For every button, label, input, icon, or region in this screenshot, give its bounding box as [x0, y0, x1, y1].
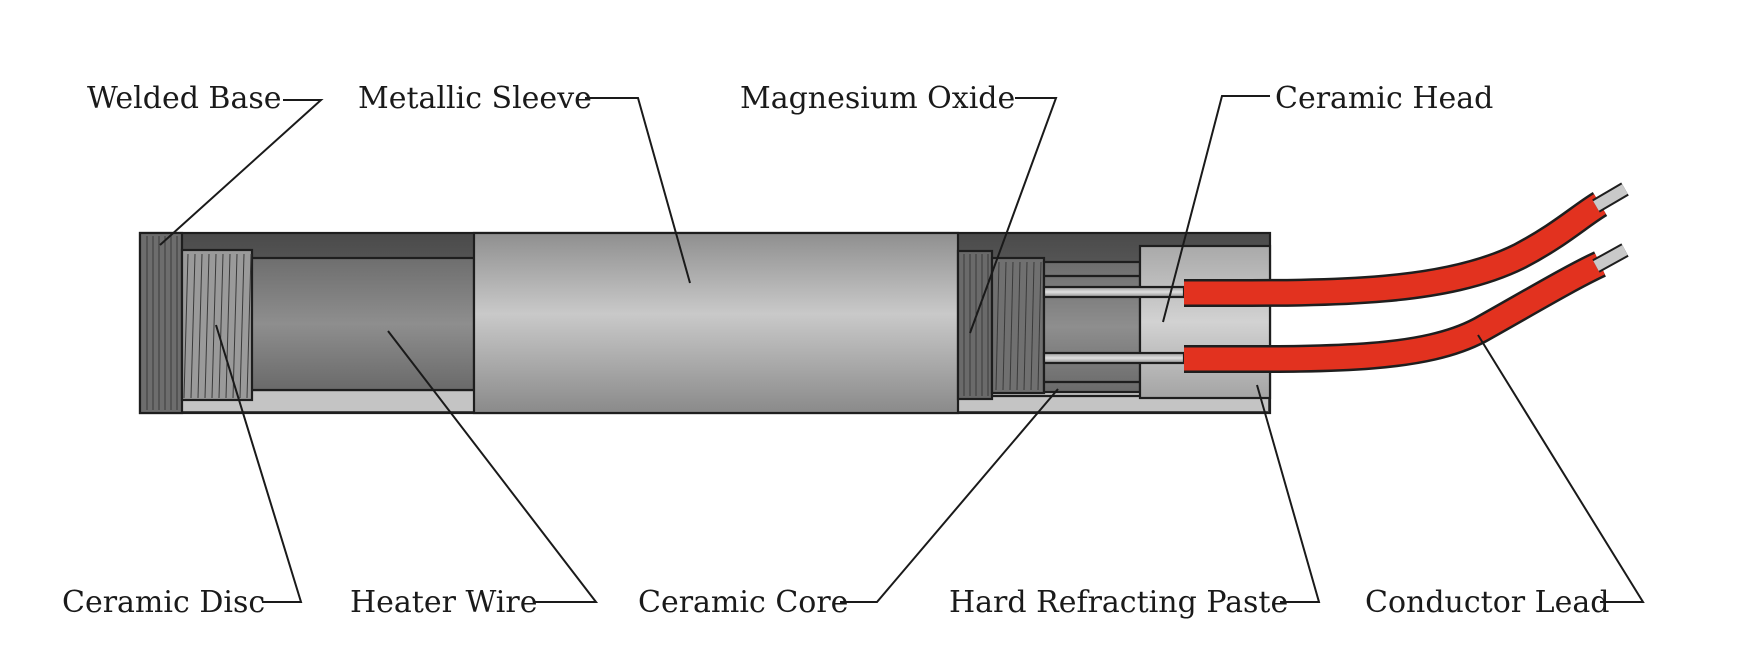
ceramic-core — [1042, 260, 1142, 394]
label-ceramic-head: Ceramic Head — [1275, 81, 1493, 116]
leader-hard-refracting-paste — [1256, 384, 1321, 603]
welded-base — [138, 231, 184, 415]
label-heater-wire: Heater Wire — [350, 585, 538, 620]
labels: Welded Base Metallic Sleeve Magnesium Ox… — [62, 81, 1609, 620]
ceramic-disc — [180, 248, 254, 402]
leader-ceramic-head — [1162, 95, 1270, 323]
leader-conductor-lead — [1477, 334, 1645, 603]
label-magnesium-oxide: Magnesium Oxide — [740, 81, 1015, 116]
label-conductor-lead: Conductor Lead — [1365, 585, 1609, 620]
label-hard-refracting-paste: Hard Refracting Paste — [949, 585, 1288, 620]
label-ceramic-core: Ceramic Core — [638, 585, 848, 620]
leader-magnesium-oxide — [969, 97, 1058, 334]
leader-ceramic-disc — [215, 324, 303, 603]
leader-lines — [159, 95, 1645, 603]
sheath-inner-strip-left — [182, 390, 474, 411]
heater-body — [138, 231, 1272, 415]
label-ceramic-disc: Ceramic Disc — [62, 585, 265, 620]
leader-ceramic-core — [840, 388, 1059, 603]
label-metallic-sleeve: Metallic Sleeve — [358, 81, 592, 116]
heater-wire-region — [248, 256, 476, 392]
metallic-sleeve — [472, 231, 960, 415]
ceramic-head — [1138, 244, 1272, 400]
leader-heater-wire — [387, 330, 599, 603]
leader-metallic-sleeve — [585, 97, 691, 284]
conductor-leads — [1183, 182, 1629, 374]
leader-welded-base — [159, 99, 324, 246]
magnesium-oxide — [956, 249, 1046, 401]
label-welded-base: Welded Base — [87, 81, 282, 116]
